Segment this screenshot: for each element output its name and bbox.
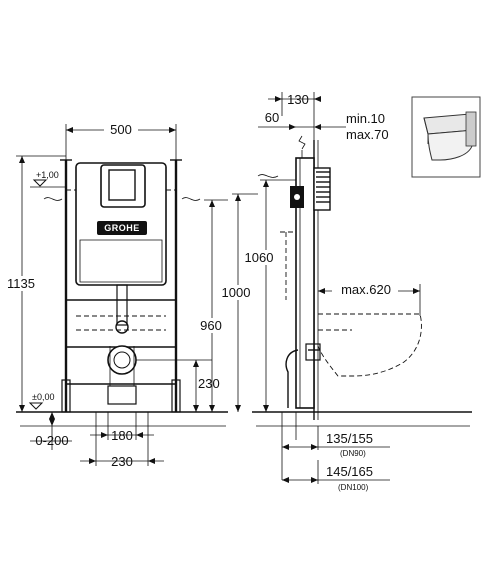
dim-height-960: 960 [200,318,222,333]
grohe-logo [97,221,147,235]
frame-side-profile [295,157,315,409]
dim-outer-width-230: 230 [111,454,133,469]
toilet-preview-image [411,96,481,178]
flush-pipe [116,284,128,326]
grohe-logo-text: GROHE [104,223,140,233]
front-view: GROHE 500 1135 [2,122,228,469]
dim-offset-60: 60 [265,110,279,125]
dim-height-1000: 1000 [222,285,251,300]
level-bottom-label: ±0,00 [32,392,54,402]
level-marker-bottom-icon [28,402,44,410]
water-inlet-right-icon [181,197,201,201]
dim-max-620: max.620 [341,282,391,297]
dim-depth-130: 130 [287,92,309,107]
water-inlet-side-icon [257,174,279,178]
dim-max-70: max.70 [346,127,389,142]
pipe-break-icon [298,135,306,150]
water-inlet-left-icon [43,197,63,201]
dim-min-10: min.10 [346,111,385,126]
dim-feet-adjust: 0-200 [35,433,68,448]
waste-elbow [285,349,299,408]
toilet-bowl-outline [317,313,422,377]
dim-pipe-dn100-unit: (DN100) [338,483,369,492]
dim-height-230: 230 [198,376,220,391]
dim-pipe-dn90: 135/155 [326,431,373,446]
dim-height-1060: 1060 [245,250,274,265]
level-top-label: +1,00 [36,170,59,180]
side-view: 130 60 min.10 max.70 1060 1000 960 max.6… [196,92,472,492]
dim-pipe-dn100: 145/165 [326,464,373,479]
dim-height-1135: 1135 [7,276,35,291]
waste-outlet [107,345,137,375]
dim-width-500: 500 [110,122,132,137]
level-marker-top-icon [32,179,48,187]
dim-pipe-dn90-unit: (DN90) [340,449,366,458]
cistern-back [313,167,331,211]
dim-inner-width-180: 180 [111,428,133,443]
